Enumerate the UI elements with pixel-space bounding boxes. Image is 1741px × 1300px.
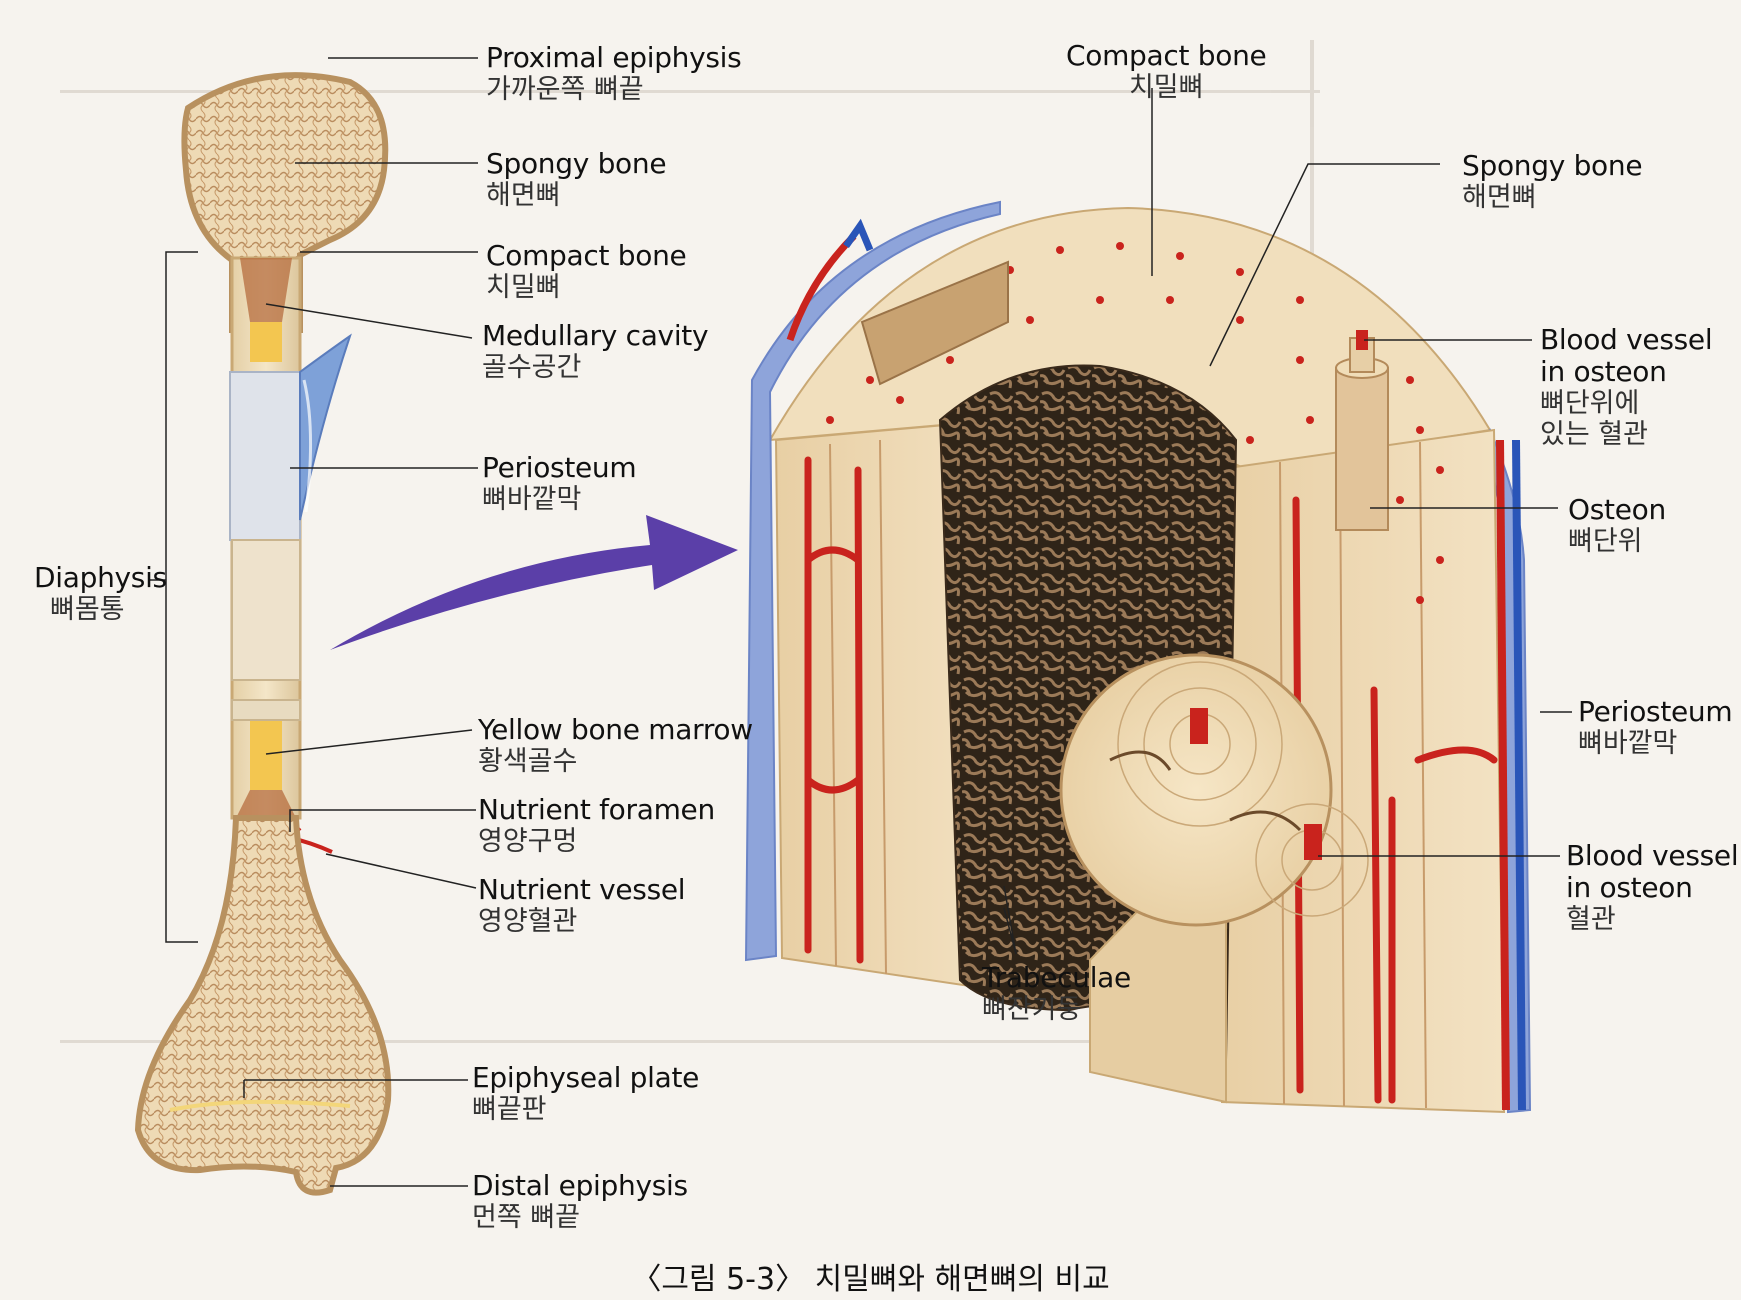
label-osteon: Osteon 뼈단위 [1568, 494, 1666, 557]
label-medullary-cavity: Medullary cavity 골수공간 [482, 320, 708, 383]
purple-arrow [330, 515, 738, 650]
label-ko: 영양구멍 [478, 826, 715, 857]
label-ko: 뼈잔기둥 [982, 994, 1131, 1025]
label-en: Periosteum [482, 452, 636, 484]
label-en: Nutrient foramen [478, 794, 715, 826]
label-diaphysis: Diaphysis 뼈몸통 [34, 562, 167, 625]
label-ko: 뼈바깥막 [1578, 728, 1732, 759]
label-ko: 황색골수 [478, 746, 753, 777]
label-en: Medullary cavity [482, 320, 708, 352]
label-ko: 뼈단위 [1568, 526, 1666, 557]
label-ko: 뼈몸통 [34, 594, 167, 625]
label-periosteum-right: Periosteum 뼈바깥막 [1578, 696, 1732, 759]
label-en: Proximal epiphysis [486, 42, 741, 74]
bone-block [746, 202, 1530, 1112]
label-en: Spongy bone [1462, 150, 1642, 182]
label-compact-bone-left: Compact bone 치밀뼈 [486, 240, 686, 303]
label-en: Blood vessel [1540, 324, 1712, 356]
label-periosteum-left: Periosteum 뼈바깥막 [482, 452, 636, 515]
long-bone [138, 75, 388, 1193]
label-en: Blood vessel [1566, 840, 1738, 872]
label-nutrient-vessel: Nutrient vessel 영양혈관 [478, 874, 685, 937]
label-spongy-bone-right: Spongy bone 해면뼈 [1462, 150, 1642, 213]
label-ko: 치밀뼈 [1066, 72, 1266, 103]
label-en: Yellow bone marrow [478, 714, 753, 746]
label-ko: 뼈단위에 [1540, 388, 1712, 419]
figure-caption: 〈그림 5-3〉 치밀뼈와 해면뼈의 비교 [0, 1254, 1741, 1298]
label-blood-vessel-osteon: Blood vessel in osteon 뼈단위에 있는 혈관 [1540, 324, 1712, 450]
label-proximal-epiphysis: Proximal epiphysis 가까운쪽 뼈끝 [486, 42, 741, 105]
label-en: Periosteum [1578, 696, 1732, 728]
label-ko: 해면뼈 [1462, 182, 1642, 213]
label-ko: 뼈끝판 [472, 1094, 699, 1125]
label-ko: 뼈바깥막 [482, 484, 636, 515]
diaphysis-bracket [166, 252, 198, 942]
label-ko: 혈관 [1566, 904, 1738, 935]
label-en: in osteon [1540, 356, 1712, 388]
label-distal-epiphysis: Distal epiphysis 먼쪽 뼈끝 [472, 1170, 688, 1233]
label-compact-bone-top: Compact bone 치밀뼈 [1066, 40, 1266, 103]
label-en: Epiphyseal plate [472, 1062, 699, 1094]
label-en: Compact bone [486, 240, 686, 272]
label-nutrient-foramen: Nutrient foramen 영양구멍 [478, 794, 715, 857]
label-ko: 해면뼈 [486, 180, 666, 211]
label-spongy-bone-left: Spongy bone 해면뼈 [486, 148, 666, 211]
label-ko: 골수공간 [482, 352, 708, 383]
label-ko: 영양혈관 [478, 906, 685, 937]
label-en: Compact bone [1066, 40, 1266, 72]
label-ko: 있는 혈관 [1540, 419, 1712, 450]
label-en: Distal epiphysis [472, 1170, 688, 1202]
label-blood-vessel-lower: Blood vessel in osteon 혈관 [1566, 840, 1738, 935]
label-en: Osteon [1568, 494, 1666, 526]
label-ko: 치밀뼈 [486, 272, 686, 303]
label-ko: 가까운쪽 뼈끝 [486, 74, 741, 105]
label-en: Spongy bone [486, 148, 666, 180]
label-ko: 먼쪽 뼈끝 [472, 1202, 688, 1233]
osteon-cylinder [1336, 330, 1388, 530]
label-en: Trabeculae [982, 962, 1131, 994]
label-en: Diaphysis [34, 562, 167, 594]
label-trabeculae: Trabeculae 뼈잔기둥 [982, 962, 1131, 1025]
label-yellow-bone-marrow: Yellow bone marrow 황색골수 [478, 714, 753, 777]
label-en: in osteon [1566, 872, 1738, 904]
label-en: Nutrient vessel [478, 874, 685, 906]
label-epiphyseal-plate: Epiphyseal plate 뼈끝판 [472, 1062, 699, 1125]
